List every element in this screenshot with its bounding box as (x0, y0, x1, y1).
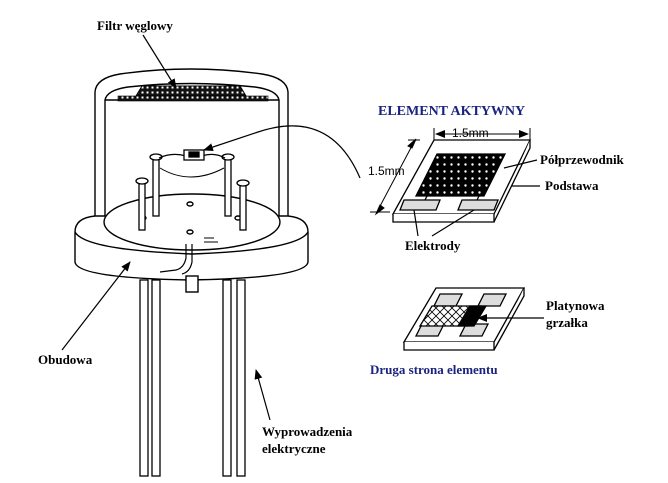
electrodes-label: Elektrody (405, 238, 461, 253)
electrical-leads (139, 279, 246, 477)
leads-label-line1: Wyprowadzenia (262, 424, 353, 439)
housing-label: Obudowa (38, 352, 93, 367)
dimension-lines (370, 128, 531, 216)
housing-base (74, 193, 309, 293)
active-element-title: ELEMENT AKTYWNY (378, 104, 526, 119)
leads-label-line2: elektryczne (262, 441, 326, 456)
semiconductor-label: Półprzewodnik (540, 152, 624, 167)
internal-posts (135, 149, 250, 231)
back-side-label: Druga strona elementu (370, 362, 498, 377)
filter-label: Filtr węglowy (97, 18, 173, 33)
heater-label-line2: grzałka (546, 315, 588, 330)
leader-lines (61, 34, 544, 421)
substrate-label: Podstawa (545, 178, 599, 193)
dimension-left-label: 1.5mm (368, 164, 405, 178)
carbon-filter (117, 85, 269, 102)
active-element-top (391, 139, 532, 223)
element-back-side (402, 287, 526, 351)
dimension-top-label: 1.5mm (452, 126, 489, 140)
heater-label-line1: Platynowa (546, 298, 605, 313)
